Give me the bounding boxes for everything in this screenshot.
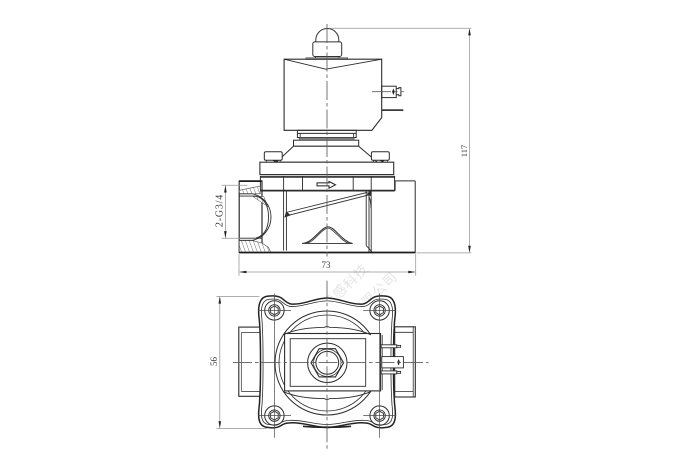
svg-text:73: 73 bbox=[322, 260, 332, 270]
svg-text:117: 117 bbox=[459, 145, 469, 157]
svg-text:2-G3/4: 2-G3/4 bbox=[215, 194, 226, 227]
svg-text:56: 56 bbox=[209, 357, 219, 367]
